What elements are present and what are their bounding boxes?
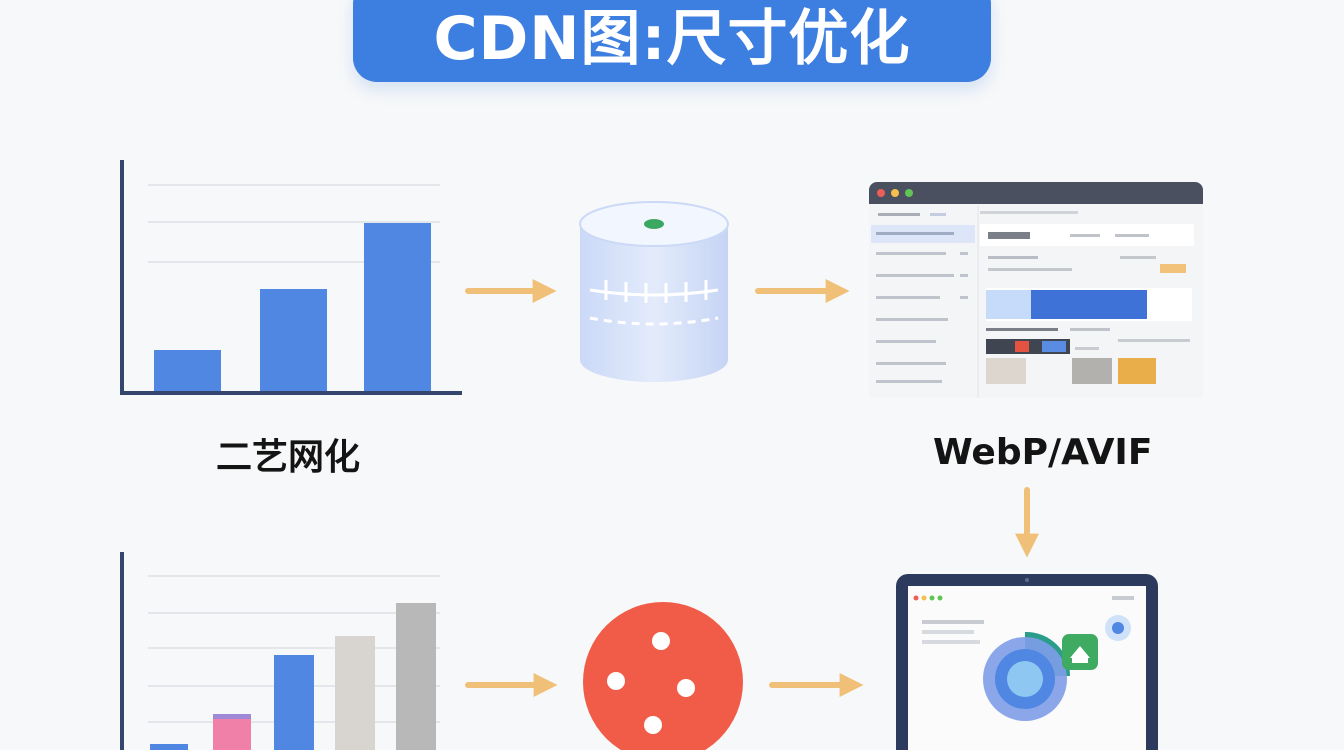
bottom-bar-chart-icon: [120, 552, 440, 750]
top-bar-chart-icon: [120, 160, 462, 395]
bottom-chart-bar-3: [274, 655, 314, 750]
title-banner: CDN图:尺寸优化: [353, 0, 991, 82]
bottom-chart-bar-4: [335, 636, 375, 750]
database-cylinder-icon: [579, 201, 729, 382]
bottom-chart-bar-1: [150, 744, 188, 750]
red-ball-icon: [583, 602, 743, 750]
bottom-chart-bar-2: [213, 718, 251, 750]
left-stage-label: 二艺网化: [216, 437, 361, 478]
top-chart-bar-3: [364, 223, 431, 392]
page-title: CDN图:尺寸优化: [433, 4, 911, 74]
laptop-icon: [896, 574, 1158, 750]
right-stage-label: WebP/AVIF: [933, 432, 1153, 473]
bottom-chart-bar-5: [396, 603, 436, 750]
top-chart-bar-1: [154, 350, 221, 392]
top-chart-bar-2: [260, 289, 327, 392]
browser-window-icon: [869, 182, 1203, 398]
